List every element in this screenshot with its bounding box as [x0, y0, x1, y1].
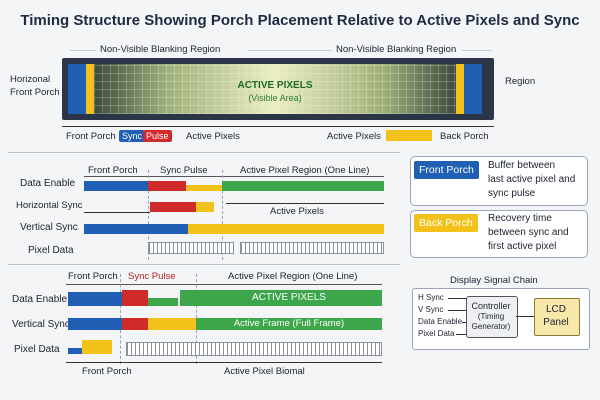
page-title: Timing Structure Showing Porch Placement… — [20, 12, 580, 29]
top-pulse-chip: Pulse — [143, 130, 172, 142]
bpd-hatch-bar — [126, 342, 382, 356]
left-label-line1: Horizonal — [10, 74, 51, 85]
legend-front-porch-desc-2: last active pixel and — [488, 174, 576, 185]
sync-block-right — [456, 64, 464, 114]
front-porch-block-left — [68, 64, 86, 114]
blanking-label-right: Non-Visible Blanking Region — [336, 44, 457, 55]
chain-input-pixel-data: Pixel Data — [418, 329, 455, 338]
marker-dash — [222, 170, 223, 260]
top-bracket — [62, 126, 494, 127]
blanking-label-left: Non-Visible Blanking Region — [100, 44, 221, 55]
legend-back-porch-desc-2: between sync and — [488, 227, 569, 238]
bot-active-label: Active Pixel Biomal — [224, 366, 305, 377]
pixel-data-hatch-1 — [148, 242, 234, 254]
mid-signal-pixel-data: Pixel Data — [28, 245, 74, 256]
active-area — [94, 64, 456, 114]
active-pixels-title: ACTIVE PIXELS — [237, 80, 313, 91]
mid-header-sync-pulse: Sync Pulse — [160, 165, 208, 176]
chain-arrow — [448, 310, 466, 311]
back-porch-chip — [386, 130, 432, 141]
vsync-front-bar — [84, 224, 188, 234]
arrow-line — [248, 50, 332, 51]
bvs-active-frame-bar: Active Frame (Full Frame) — [196, 318, 382, 330]
lcd-line2: Panel — [543, 317, 569, 328]
legend-front-porch-title: Front Porch — [414, 161, 479, 179]
mid-signal-vsync: Vertical Sync — [20, 222, 78, 233]
vsync-back-bar — [188, 224, 384, 234]
arrow-line — [70, 50, 96, 51]
chain-arrow — [448, 298, 466, 299]
chain-input-data-enable: Data Enable — [418, 317, 463, 326]
top-active-pixels-1: Active Pixels — [186, 131, 240, 142]
chain-input-hsync: H Sync — [418, 293, 444, 302]
divider — [8, 152, 400, 153]
legend-front-porch-desc-1: Buffer between — [488, 160, 556, 171]
hsync-back-porch-bar — [196, 202, 214, 212]
bde-step-bar — [180, 290, 196, 306]
bvs-back-bar — [148, 318, 196, 330]
pixel-data-hatch-2 — [240, 242, 384, 254]
mid-signal-hsync: Horizontal Sync — [16, 200, 83, 211]
bot-front-porch-label: Front Porch — [82, 366, 132, 377]
chain-title: Display Signal Chain — [450, 275, 538, 286]
arrow-line — [462, 50, 492, 51]
divider — [8, 264, 400, 265]
de-back-porch-bar — [186, 185, 222, 191]
de-active-bar — [222, 181, 384, 191]
mid-signal-data-enable: Data Enable — [20, 178, 76, 189]
bpd-yellow-bar — [82, 340, 112, 354]
controller-line3: Generator) — [471, 322, 511, 331]
top-front-porch-label: Front Porch — [66, 131, 116, 142]
hsync-pulse-bar — [150, 202, 196, 212]
right-region-label: Region — [505, 76, 536, 87]
top-active-pixels-2: Active Pixels — [327, 131, 381, 142]
legend-back-porch-desc-3: first active pixel — [488, 241, 557, 252]
hsync-high — [226, 203, 384, 204]
bvs-sync-bar — [122, 318, 148, 330]
bot-signal-data-enable: Data Enable — [12, 294, 68, 305]
bot-signal-vsync: Vertical Sync — [12, 319, 70, 330]
bde-sync-bar — [122, 290, 148, 306]
bot-header-front-porch: Front Porch — [68, 271, 118, 282]
bvs-front-bar — [68, 318, 122, 330]
de-front-porch-bar — [84, 181, 148, 191]
mid-active-pixels-label: Active Pixels — [270, 206, 324, 217]
bot-signal-pixel-data: Pixel Data — [14, 344, 60, 355]
chain-arrow-to-lcd — [516, 316, 534, 317]
bot-header-rule — [66, 284, 382, 285]
chain-input-vsync: V Sync — [418, 305, 444, 314]
left-label-line2: Front Porch — [10, 87, 60, 98]
top-back-porch-label: Back Porch — [440, 131, 489, 142]
sync-block-left — [86, 64, 94, 114]
front-porch-block-right — [464, 64, 482, 114]
de-sync-bar — [148, 181, 186, 191]
lcd-line1: LCD — [545, 304, 566, 315]
hsync-low — [84, 212, 150, 213]
bot-header-sync-pulse: Sync Pulse — [128, 271, 176, 282]
mid-header-active-region: Active Pixel Region (One Line) — [240, 165, 370, 176]
legend-back-porch-title: Back Porch — [414, 214, 478, 232]
bde-active-pixels-bar: ACTIVE PIXELS — [196, 290, 382, 306]
bde-low-bar — [148, 298, 178, 306]
controller-line2: (Timing — [477, 312, 505, 321]
bot-header-active-region: Active Pixel Region (One Line) — [228, 271, 358, 282]
controller-line1: Controller — [471, 301, 511, 311]
legend-back-porch-desc-1: Recovery time — [488, 213, 552, 224]
mid-header-rule — [84, 176, 384, 177]
active-pixels-subtitle: (Visible Area) — [248, 93, 302, 103]
lcd-panel-box — [534, 298, 580, 336]
legend-front-porch-desc-3: sync pulse — [488, 188, 536, 199]
chain-arrow — [456, 334, 466, 335]
chain-arrow — [462, 322, 466, 323]
top-sync-chip: Sync — [119, 130, 146, 142]
controller-box — [466, 296, 518, 338]
bpd-blue-bar — [68, 348, 82, 354]
mid-header-front-porch: Front Porch — [88, 165, 138, 176]
bot-bracket — [66, 362, 382, 363]
marker-dash — [148, 170, 149, 260]
bde-front-porch-bar — [68, 292, 122, 306]
